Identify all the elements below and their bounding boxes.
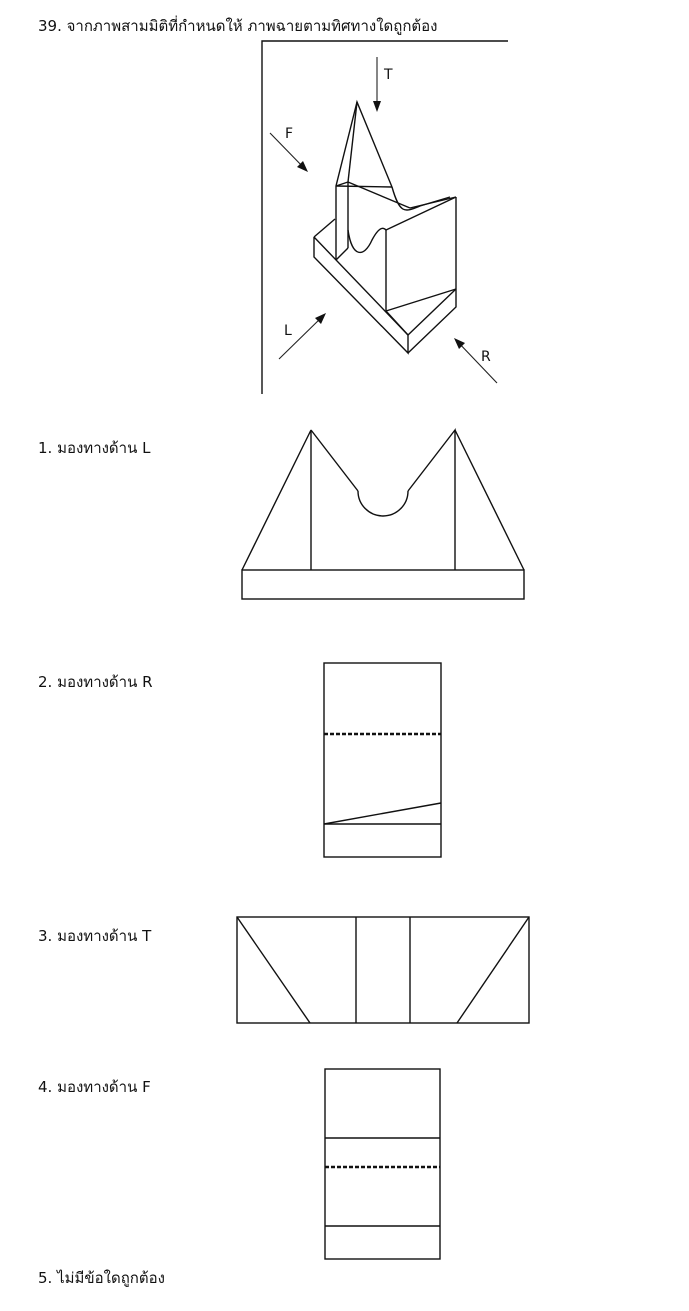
label-top: T [383, 67, 393, 83]
isometric-figure: T F L R [261, 40, 508, 394]
option-2-label[interactable]: 2. มองทางด้าน R [38, 673, 153, 691]
isometric-object [313, 99, 457, 355]
option-3-drawing [236, 916, 530, 1024]
arrow-left [278, 313, 326, 360]
option-2-drawing [323, 662, 442, 858]
label-right: R [481, 349, 491, 365]
label-left: L [284, 323, 292, 339]
question-title: 39. จากภาพสามมิติที่กำหนดให้ ภาพฉายตามทิ… [38, 17, 438, 35]
option-4-label[interactable]: 4. มองทางด้าน F [38, 1078, 151, 1096]
label-front: F [285, 126, 293, 142]
option-1-label[interactable]: 1. มองทางด้าน L [38, 439, 151, 457]
arrow-right [454, 338, 498, 384]
option-3-label[interactable]: 3. มองทางด้าน T [38, 927, 152, 945]
option-5-label[interactable]: 5. ไม่มีข้อใดถูกต้อง [38, 1269, 165, 1287]
option-1-drawing [241, 427, 525, 600]
option-4-drawing [324, 1068, 441, 1260]
arrow-front [269, 132, 308, 172]
arrow-top [373, 57, 381, 112]
figure-frame [261, 40, 508, 394]
